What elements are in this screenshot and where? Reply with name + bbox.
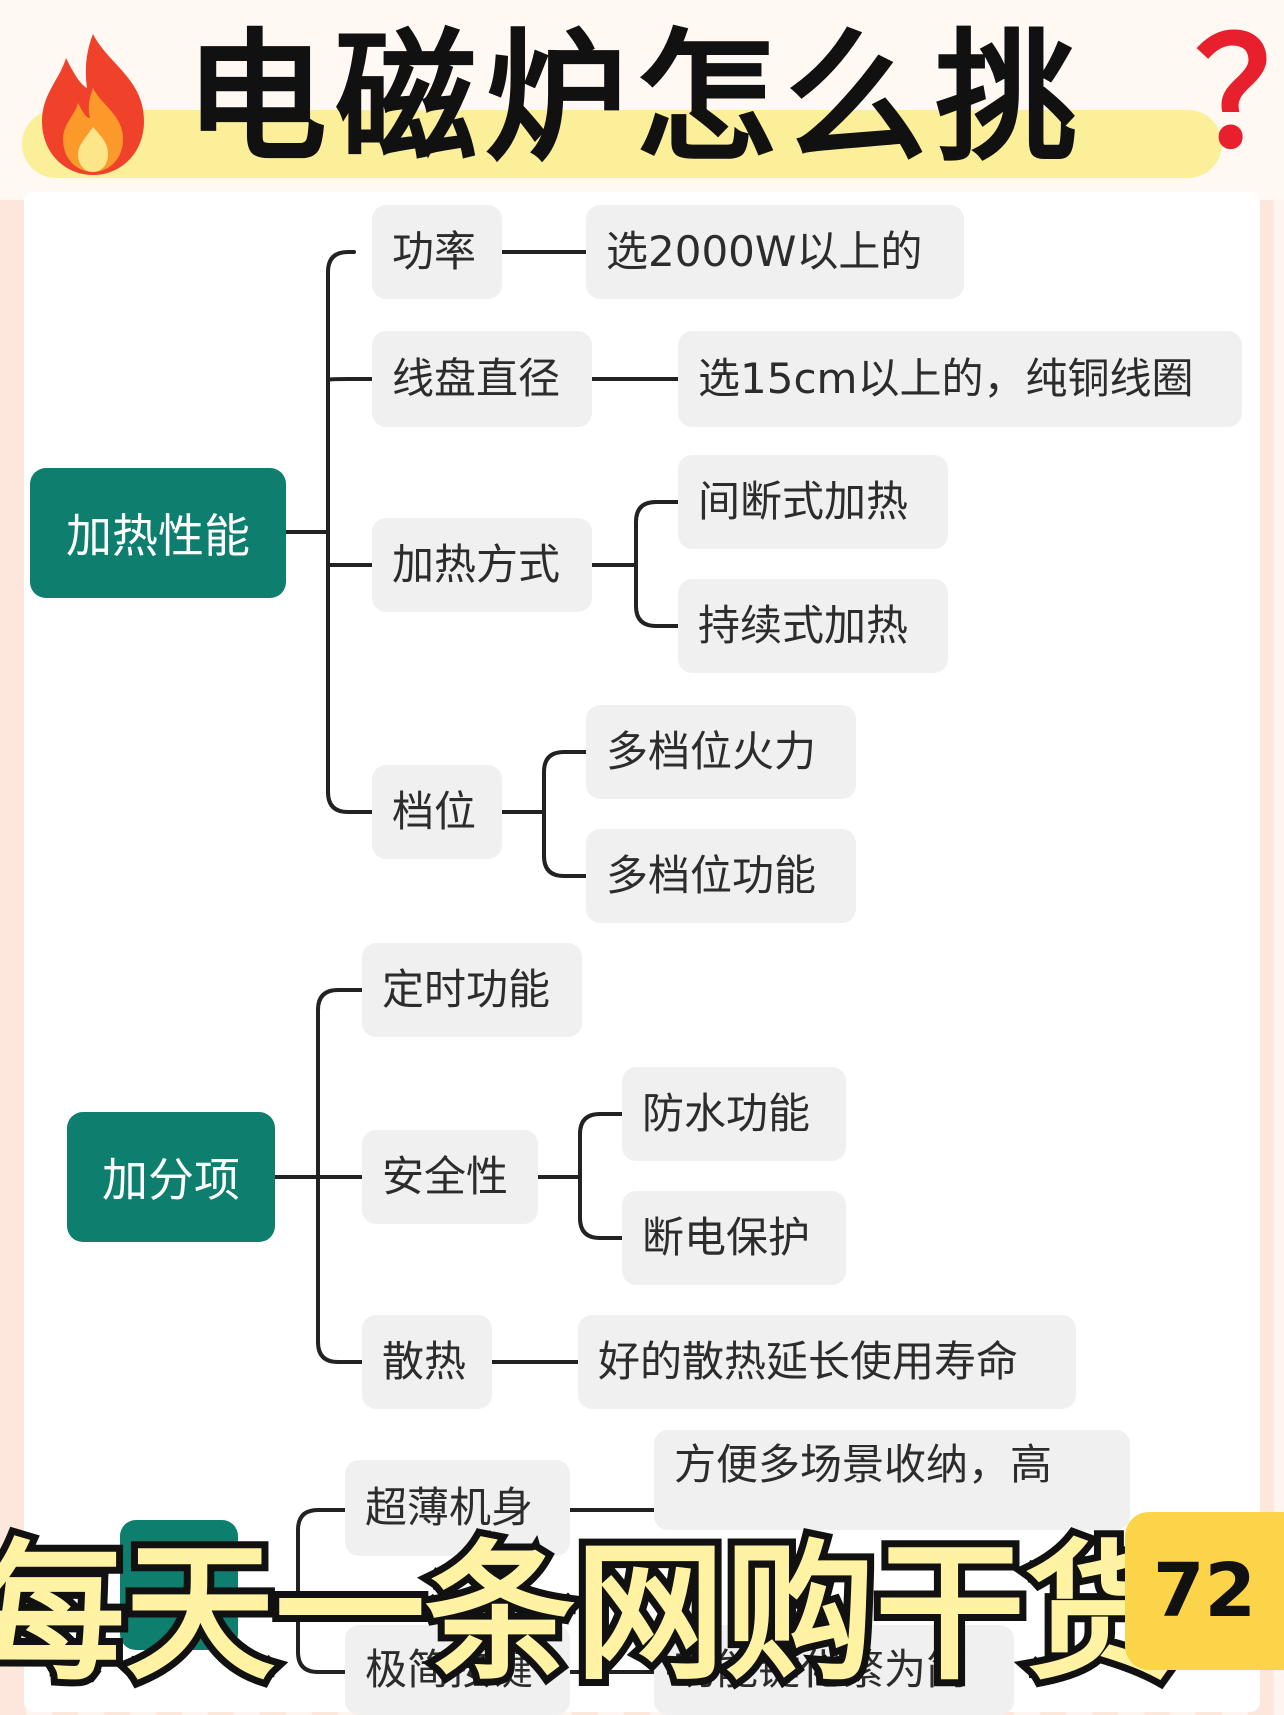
node-ultra-thin-body: 超薄机身 bbox=[345, 1460, 570, 1556]
node-heating-method: 加热方式 bbox=[372, 518, 592, 612]
node-heat-dissipation-detail: 好的散热延长使用寿命 bbox=[578, 1315, 1076, 1409]
node-continuous-heating: 持续式加热 bbox=[678, 579, 948, 673]
issue-number-badge: 72 bbox=[1125, 1512, 1284, 1670]
title-highlight bbox=[22, 110, 1222, 178]
node-gear: 档位 bbox=[372, 765, 502, 859]
node-minimal-buttons-detail: 功能键化繁为简 bbox=[654, 1625, 1014, 1715]
fire-icon bbox=[42, 34, 144, 175]
question-mark-icon: ？ bbox=[1195, 10, 1284, 180]
node-power-off-protection: 断电保护 bbox=[622, 1191, 846, 1285]
category-heating-performance: 加热性能 bbox=[30, 468, 286, 598]
node-safety: 安全性 bbox=[362, 1130, 538, 1224]
category-bonus: 加分项 bbox=[67, 1112, 275, 1242]
node-coil-diameter: 线盘直径 bbox=[372, 331, 592, 427]
node-multi-gear-function: 多档位功能 bbox=[586, 829, 856, 923]
category-partial bbox=[120, 1520, 238, 1650]
node-intermittent-heating: 间断式加热 bbox=[678, 455, 948, 549]
node-multi-gear-fire: 多档位火力 bbox=[586, 705, 856, 799]
node-ultra-thin-detail: 方便多场景收纳，高 bbox=[654, 1430, 1130, 1530]
page-title: 电磁炉怎么挑 bbox=[185, 16, 1085, 181]
node-power-detail: 选2000W以上的 bbox=[586, 205, 964, 299]
node-minimal-buttons: 极简按键 bbox=[345, 1625, 570, 1715]
header: 电磁炉怎么挑 ？ bbox=[0, 0, 1284, 200]
bottom-banner: 每天一条网购干货 bbox=[0, 1520, 1182, 1708]
node-power: 功率 bbox=[372, 205, 502, 299]
node-timer: 定时功能 bbox=[362, 943, 582, 1037]
node-coil-detail: 选15cm以上的，纯铜线圈 bbox=[678, 331, 1242, 427]
node-waterproof: 防水功能 bbox=[622, 1067, 846, 1161]
node-heat-dissipation: 散热 bbox=[362, 1315, 492, 1409]
